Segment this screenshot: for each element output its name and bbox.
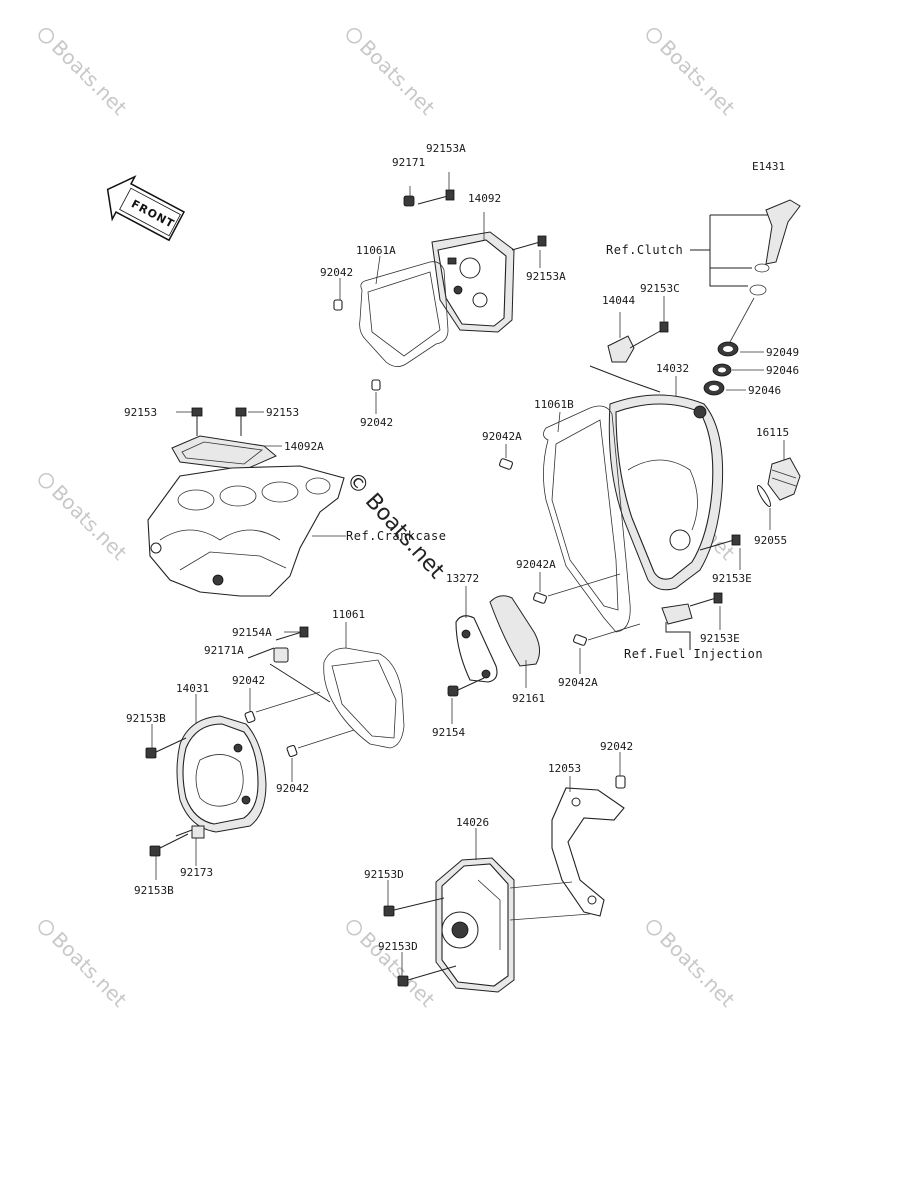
label-14044: 14044: [602, 294, 635, 307]
ref-crankcase-label: Ref.Crankcase: [346, 529, 446, 543]
label-92161: 92161: [512, 692, 545, 705]
part-92161-gasket: [489, 595, 540, 667]
label-92153A-top: 92153A: [426, 142, 466, 155]
seal-92049: [717, 297, 755, 357]
part-14092A-cover: [171, 435, 277, 471]
bolt-92153B-bottom: [149, 833, 189, 857]
bolt-92153C: [629, 321, 669, 349]
seal-92046-a: [712, 363, 732, 377]
label-92046-b: 92046: [748, 384, 781, 397]
label-11061A: 11061A: [356, 244, 396, 257]
label-92042-d: 92042: [276, 782, 309, 795]
label-92042-b: 92042: [360, 416, 393, 429]
part-11061-gasket: [323, 647, 405, 749]
part-16115-cap: [767, 457, 801, 501]
clutch-bracket: [690, 199, 801, 296]
label-92153E-b: 92153E: [700, 632, 740, 645]
bolt-92153B-top: [145, 737, 187, 759]
part-14031-cover: [176, 715, 267, 833]
bolt-92153E-a: [699, 534, 741, 551]
watermark-text: Boats.net: [47, 927, 132, 1012]
bolt-92154: [447, 677, 485, 697]
part-11061B-gasket: [543, 405, 631, 633]
label-92042A-low: 92042A: [558, 676, 598, 689]
label-11061: 11061: [332, 608, 365, 621]
label-92153C: 92153C: [640, 282, 680, 295]
part-14092-cover: [431, 231, 515, 333]
label-14031: 14031: [176, 682, 209, 695]
bolt-92153-right: [235, 407, 247, 436]
label-11061B: 11061B: [534, 398, 574, 411]
label-16115: 16115: [756, 426, 789, 439]
label-92153B-top: 92153B: [126, 712, 166, 725]
label-92154A: 92154A: [232, 626, 272, 639]
label-92154: 92154: [432, 726, 465, 739]
bolt-92153A-top: [417, 189, 455, 205]
label-92173: 92173: [180, 866, 213, 879]
bolt-92153D-b: [397, 965, 457, 987]
label-92153A-right: 92153A: [526, 270, 566, 283]
bolt-92153E-b: [689, 592, 723, 607]
label-92171A: 92171A: [204, 644, 244, 657]
ref-clutch-label: Ref.Clutch: [606, 243, 683, 257]
label-12053: 12053: [548, 762, 581, 775]
label-92153-right: 92153: [266, 406, 299, 419]
label-14026: 14026: [456, 816, 489, 829]
ref-fuel-injection-label: Ref.Fuel Injection: [624, 647, 763, 661]
label-92042A-top: 92042A: [482, 430, 522, 443]
label-92153E-a: 92153E: [712, 572, 752, 585]
diagram-code: E1431: [752, 160, 785, 173]
fuel-injection-bracket: [661, 603, 693, 650]
bolt-92171A: [247, 647, 331, 703]
label-14092A: 14092A: [284, 440, 324, 453]
label-92042-e: 92042: [600, 740, 633, 753]
watermark-text: Boats.net: [655, 35, 740, 120]
label-92153B-bottom: 92153B: [134, 884, 174, 897]
pin-92042A-low: [573, 634, 587, 646]
part-14044-bracket: [589, 335, 661, 393]
crankcase-block: [147, 465, 345, 597]
label-92042A-mid: 92042A: [516, 558, 556, 571]
pin-92042-d: [286, 744, 298, 758]
pin-92042-a: [333, 299, 343, 311]
part-12053-bracket: [551, 787, 625, 917]
label-92046-a: 92046: [766, 364, 799, 377]
label-92153-left: 92153: [124, 406, 157, 419]
seal-92046-b: [703, 380, 725, 396]
label-92171-top: 92171: [392, 156, 425, 169]
part-11061A-gasket: [359, 261, 449, 367]
label-14032: 14032: [656, 362, 689, 375]
label-92055: 92055: [754, 534, 787, 547]
center-watermark-text: © Boats.net: [341, 467, 450, 584]
oring-92055: [756, 485, 772, 507]
pin-92042A-top: [499, 458, 513, 470]
front-arrow-icon: FRONT: [106, 175, 186, 242]
part-13272-plate: [455, 615, 498, 683]
label-92049: 92049: [766, 346, 799, 359]
label-92042-a: 92042: [320, 266, 353, 279]
pin-92042-e: [615, 775, 626, 789]
part-92173-clip: [175, 825, 205, 839]
label-92153D-a: 92153D: [364, 868, 404, 881]
part-14026-cover: [435, 857, 515, 993]
bolt-92154A: [275, 626, 309, 641]
bolt-92153-left: [191, 407, 203, 436]
pin-92042-b: [371, 379, 381, 391]
pin-92042A-mid: [533, 592, 547, 604]
bolt-92153D-a: [383, 897, 445, 917]
label-92042-c: 92042: [232, 674, 265, 687]
bolt-92171-top: [403, 195, 415, 207]
part-14032-cover: [608, 394, 724, 591]
watermark-text: Boats.net: [355, 35, 440, 120]
watermark-text: Boats.net: [655, 927, 740, 1012]
label-13272: 13272: [446, 572, 479, 585]
pin-92042-c: [244, 710, 256, 724]
watermark-text: Boats.net: [47, 35, 132, 120]
bolt-92153A-right: [511, 235, 547, 251]
label-14092: 14092: [468, 192, 501, 205]
watermark-text: Boats.net: [47, 480, 132, 565]
label-92153D-b: 92153D: [378, 940, 418, 953]
